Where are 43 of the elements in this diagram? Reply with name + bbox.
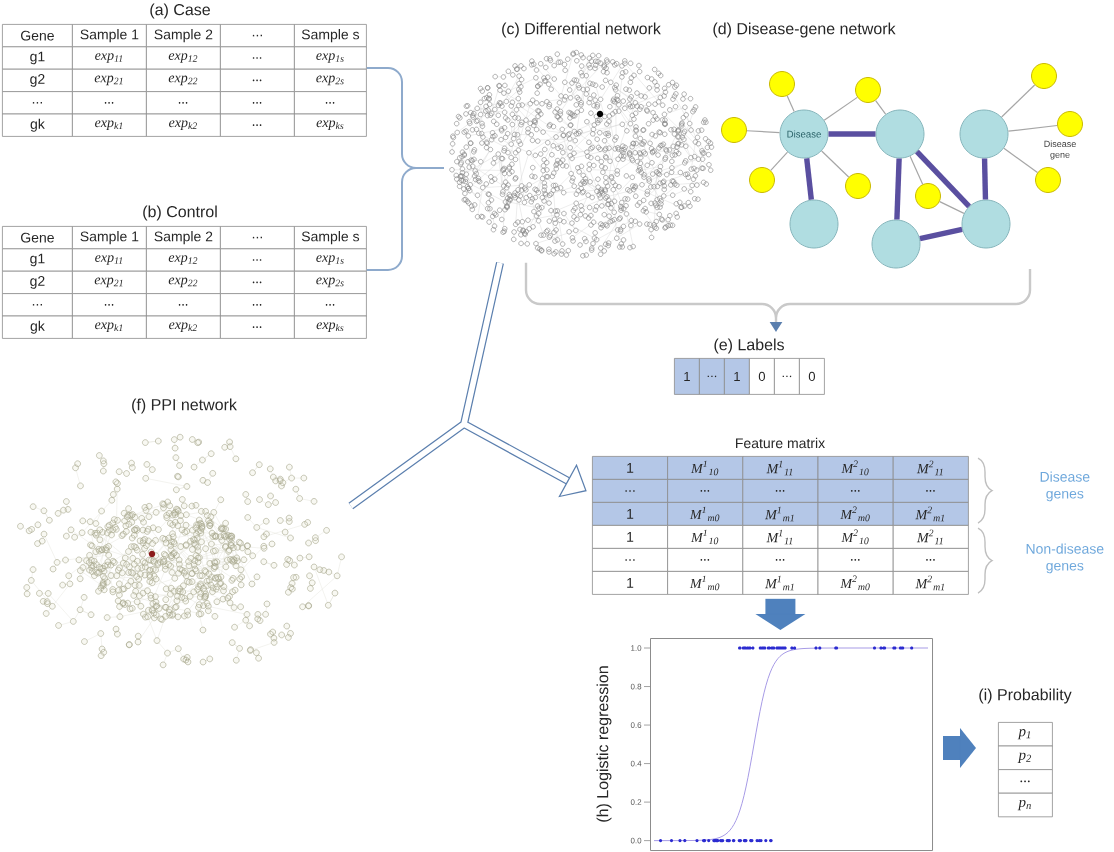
- network-link: [1003, 147, 1039, 173]
- network-title: (c) Differential network: [502, 22, 661, 38]
- gene-node: [845, 173, 871, 199]
- disease-node: [789, 199, 839, 249]
- network-link: [828, 131, 876, 137]
- axis-title: (h) Logistic regression: [596, 666, 612, 822]
- hollow-arrow: [346, 258, 587, 510]
- network-title: (d) Disease-gene network: [713, 22, 896, 38]
- gene-node: [1031, 63, 1057, 89]
- gene-node: [749, 167, 775, 193]
- disease-node: [875, 109, 925, 159]
- network-link: [1001, 84, 1036, 118]
- gene-node: [1035, 167, 1061, 193]
- table-title: (i) Probability: [979, 688, 1072, 704]
- network-link: [875, 99, 887, 115]
- network-link: [915, 149, 972, 209]
- gene-node: [915, 183, 941, 209]
- disease-node: [961, 199, 1011, 249]
- table-title: (e) Labels: [714, 338, 784, 354]
- network-link: [894, 158, 902, 220]
- table-title: (b) Control: [143, 205, 217, 221]
- network-link: [786, 95, 795, 113]
- network-link: [939, 201, 965, 214]
- network-link: [823, 96, 858, 121]
- disease-node: [871, 219, 921, 269]
- block-arrow: [755, 598, 806, 630]
- network-link: [804, 158, 814, 200]
- gene-node: [1057, 111, 1083, 137]
- disease-node: [959, 109, 1009, 159]
- gene-node: [721, 117, 747, 143]
- network-link: [746, 130, 781, 134]
- network-title: (f) PPI network: [132, 398, 237, 414]
- gene-node: [855, 77, 881, 103]
- table-title: (a) Case: [150, 3, 210, 19]
- network-link: [919, 226, 963, 242]
- block-arrow: [943, 728, 976, 768]
- network-link: [1007, 124, 1058, 132]
- gene-node: [769, 71, 795, 97]
- network-link: [981, 158, 989, 200]
- network-link: [821, 150, 850, 178]
- network-link: [770, 151, 789, 171]
- brace-connector: [365, 67, 445, 271]
- network-link: [909, 155, 924, 185]
